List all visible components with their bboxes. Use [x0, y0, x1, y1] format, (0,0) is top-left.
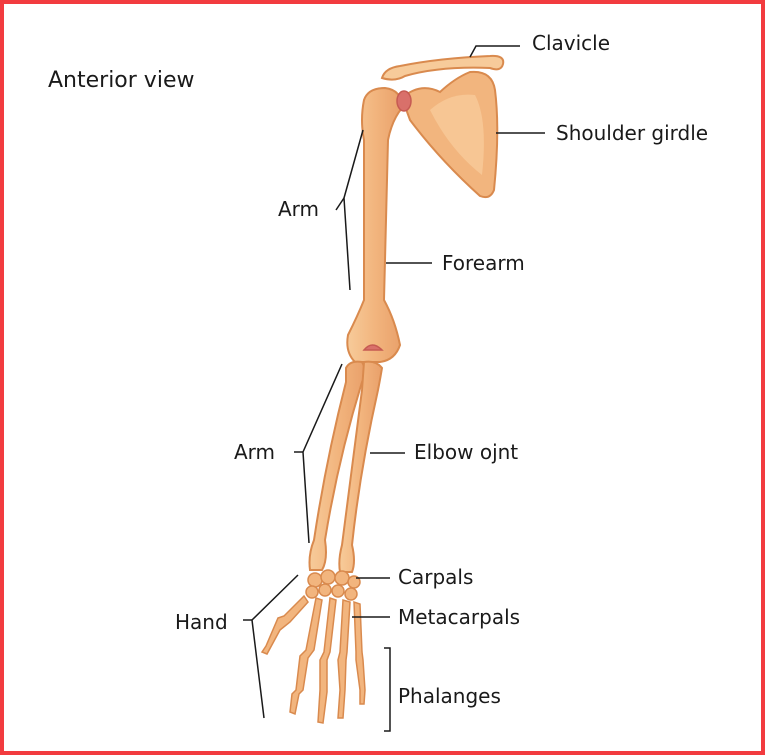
label-arm-upper: Arm	[278, 197, 320, 221]
arm-upper-bracket	[343, 129, 364, 291]
phalanges-bracket	[384, 647, 391, 732]
label-elbow-joint: Elbow ojnt	[414, 440, 519, 464]
forearm-bones	[308, 360, 384, 573]
label-arm-lower: Arm	[234, 440, 276, 464]
label-metacarpals: Metacarpals	[398, 605, 521, 629]
label-shoulder-girdle: Shoulder girdle	[556, 121, 709, 145]
shoulder-cartilage	[396, 90, 412, 112]
carpal-bones	[305, 569, 361, 601]
label-phalanges: Phalanges	[398, 684, 501, 708]
elbow-cartilage	[362, 344, 384, 351]
label-forearm: Forearm	[442, 251, 525, 275]
label-clavicle: Clavicle	[532, 31, 611, 55]
label-hand: Hand	[175, 610, 228, 634]
label-carpals: Carpals	[398, 565, 474, 589]
hand-bones	[260, 594, 366, 724]
leader-lines	[243, 45, 545, 732]
clavicle-leader	[469, 45, 520, 58]
clavicle-bone	[380, 54, 505, 81]
view-title: Anterior view	[48, 68, 195, 93]
scapula	[400, 70, 499, 199]
humerus	[346, 86, 412, 363]
